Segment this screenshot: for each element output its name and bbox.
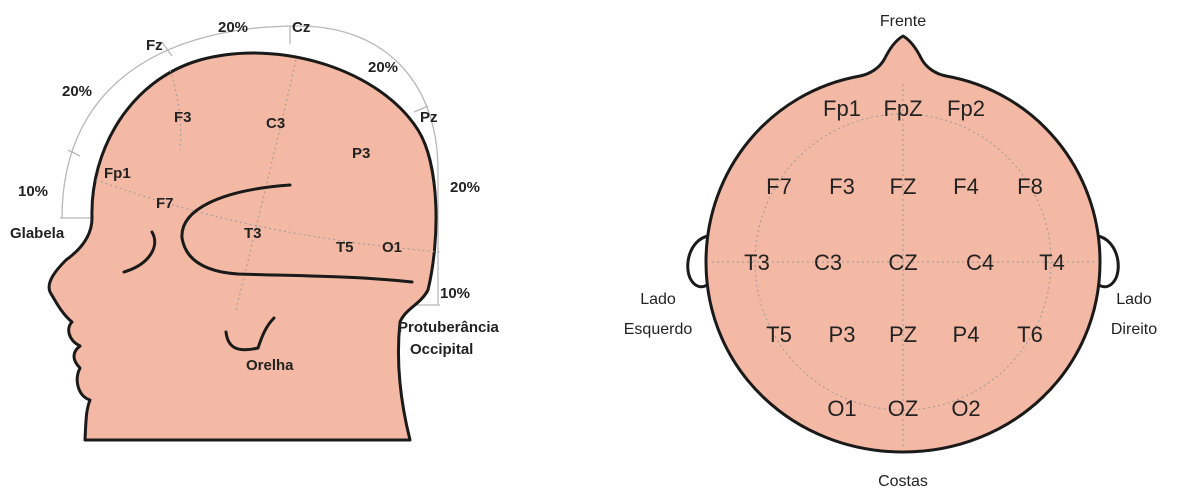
electrode-t4: T4 [1039, 250, 1065, 275]
electrode-t3: T3 [744, 250, 770, 275]
percent-label: 20% [450, 179, 480, 196]
direction-front: Frente [880, 13, 926, 30]
electrode-c4: C4 [966, 250, 994, 275]
electrode-label: F3 [174, 109, 192, 126]
electrode-c3: C3 [814, 250, 842, 275]
landmark-occipital: Occipital [410, 341, 473, 358]
direction-left-2: Esquerdo [624, 321, 693, 338]
direction-left: Lado [640, 291, 676, 308]
percent-label: 20% [218, 19, 248, 36]
electrode-f3: F3 [829, 174, 855, 199]
landmark-orelha: Orelha [246, 357, 294, 374]
landmark-glabela: Glabela [10, 225, 65, 242]
percent-label: 10% [440, 285, 470, 302]
arc-marker-pz: Pz [420, 109, 438, 126]
electrode-label: F7 [156, 195, 174, 212]
electrode-label: O1 [382, 239, 402, 256]
percent-label: 20% [62, 83, 92, 100]
arc-marker-fz: Fz [146, 37, 163, 54]
side-head-outline [49, 53, 436, 440]
electrode-label: T5 [336, 239, 354, 256]
electrode-f7: F7 [766, 174, 792, 199]
electrode-cz: CZ [888, 250, 917, 275]
direction-right-2: Direito [1111, 321, 1157, 338]
electrode-o2: O2 [951, 396, 980, 421]
side-view: 20% 20% 20% 10% 20% 10% Fz Cz Pz F3 C3 P… [10, 19, 500, 440]
electrode-fp1: Fp1 [823, 96, 861, 121]
electrode-fz: FZ [890, 174, 917, 199]
percent-label: 10% [18, 183, 48, 200]
electrode-t6: T6 [1017, 322, 1043, 347]
electrode-o1: O1 [827, 396, 856, 421]
direction-right: Lado [1116, 291, 1152, 308]
electrode-label: P3 [352, 145, 370, 162]
electrode-label: Fp1 [104, 165, 131, 182]
electrode-fp2: Fp2 [947, 96, 985, 121]
electrode-f4: F4 [953, 174, 979, 199]
direction-back: Costas [878, 473, 928, 490]
electrode-p3: P3 [829, 322, 856, 347]
electrode-label: C3 [266, 115, 285, 132]
electrode-f8: F8 [1017, 174, 1043, 199]
electrode-p4: P4 [953, 322, 980, 347]
landmark-protuberancia: Protuberância [398, 319, 500, 336]
percent-label: 20% [368, 59, 398, 76]
electrode-fpz: FpZ [883, 96, 922, 121]
top-view: Frente Costas Lado Esquerdo Lado Direito… [624, 13, 1157, 490]
electrode-pz: PZ [889, 322, 917, 347]
electrode-label: T3 [244, 225, 262, 242]
electrode-t5: T5 [766, 322, 792, 347]
arc-marker-cz: Cz [292, 19, 310, 36]
electrode-oz: OZ [888, 396, 919, 421]
